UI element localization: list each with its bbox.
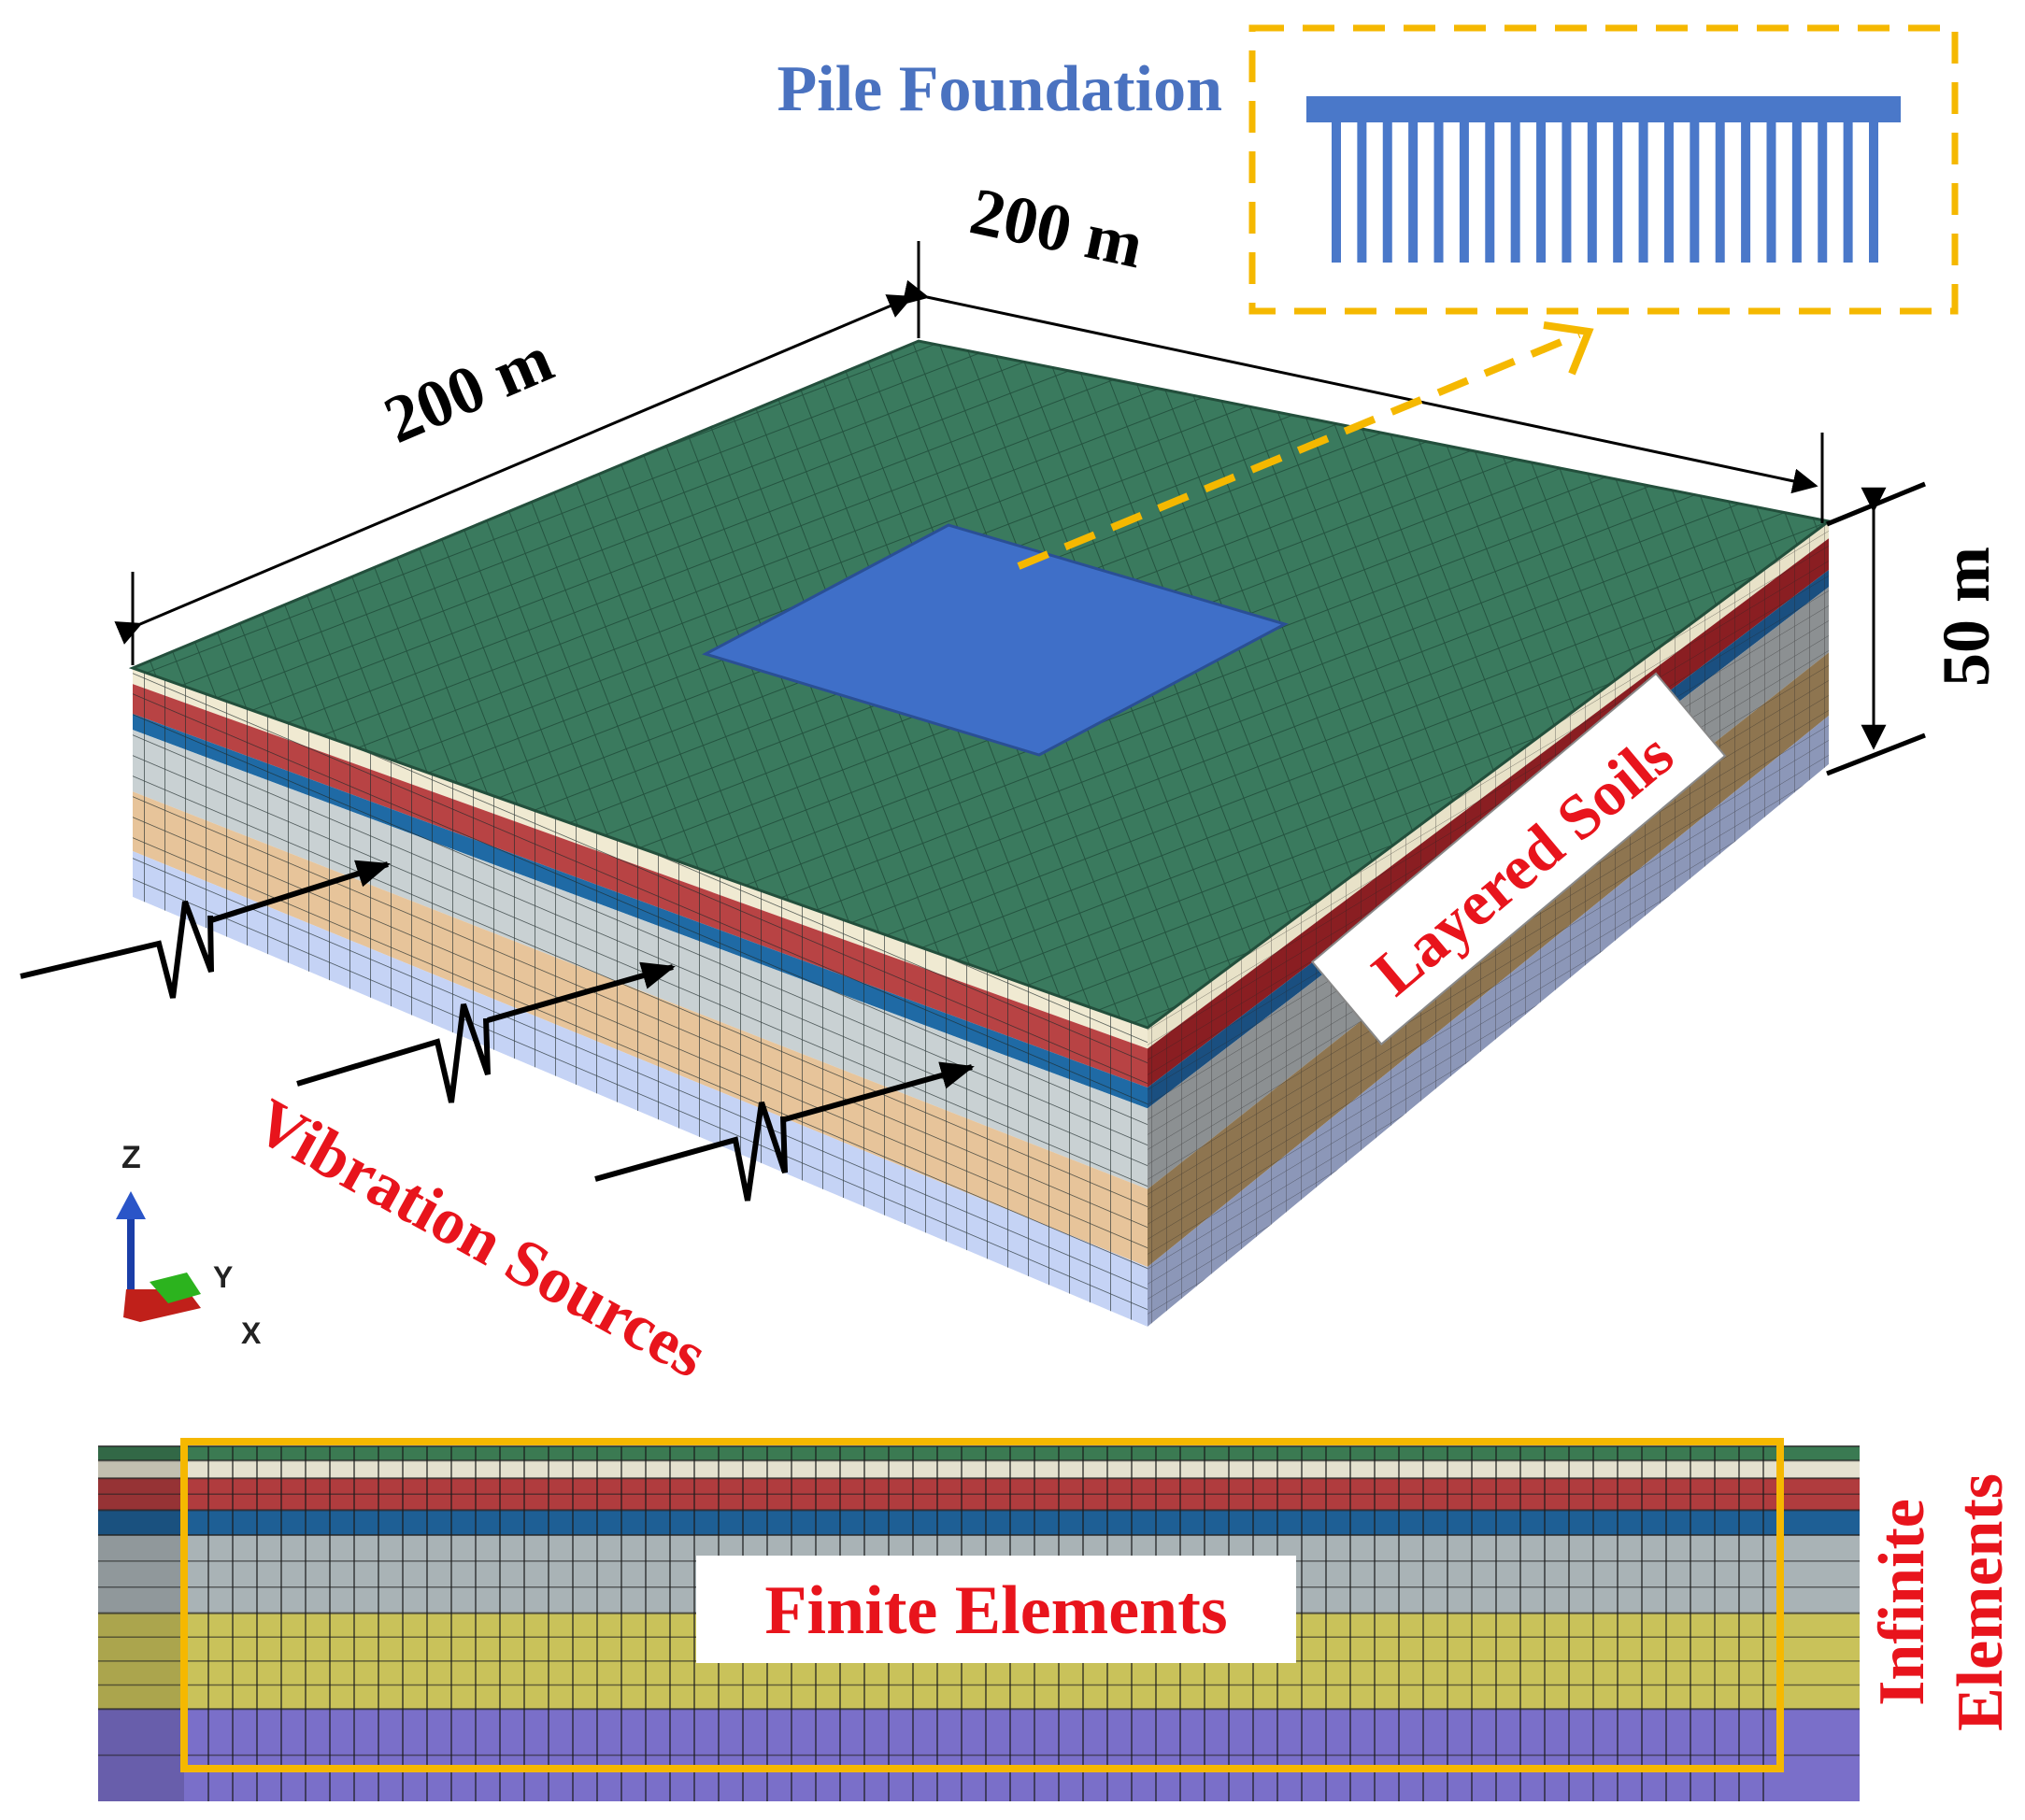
pile bbox=[1433, 122, 1444, 263]
pile bbox=[1459, 122, 1469, 263]
pile bbox=[1869, 122, 1878, 263]
pile bbox=[1357, 122, 1367, 263]
pile bbox=[1536, 122, 1547, 263]
infinite-elements-label-line1: Infinite bbox=[1866, 1499, 1938, 1706]
finite-elements-frame bbox=[180, 1438, 1784, 1772]
dimension-height-label: 50 m bbox=[1929, 547, 2004, 687]
infinite-zone-left bbox=[98, 1460, 184, 1479]
pile bbox=[1562, 122, 1572, 263]
infinite-zone-right bbox=[1774, 1460, 1860, 1479]
pile-cap bbox=[1306, 96, 1901, 122]
infinite-zone-left bbox=[98, 1510, 184, 1535]
left-face-grid bbox=[133, 668, 1148, 1327]
axis-triad: Z Y X bbox=[116, 1140, 262, 1350]
pile-foundation-diagram bbox=[1306, 96, 1901, 263]
infinite-elements-label-line2: Elements bbox=[1945, 1473, 2017, 1731]
axis-y-label: Y bbox=[213, 1260, 233, 1294]
pile bbox=[1766, 122, 1776, 263]
pile bbox=[1587, 122, 1597, 263]
pile bbox=[1791, 122, 1802, 263]
vibration-source-2 bbox=[296, 961, 676, 1103]
infinite-zone-right bbox=[1774, 1535, 1860, 1614]
infinite-zone-right bbox=[1774, 1446, 1860, 1461]
pile bbox=[1408, 122, 1419, 263]
pile bbox=[1638, 122, 1648, 263]
dimension-left-label: 200 m bbox=[374, 320, 563, 457]
pile bbox=[1843, 122, 1853, 263]
dimension-right-label: 200 m bbox=[964, 173, 1150, 282]
pile bbox=[1741, 122, 1751, 263]
axis-z-label: Z bbox=[121, 1140, 141, 1175]
axis-x-label: X bbox=[241, 1316, 262, 1350]
finite-elements-label-box bbox=[696, 1556, 1296, 1663]
pile bbox=[1818, 122, 1828, 263]
vibration-sources bbox=[20, 860, 975, 1201]
section-layer-cream bbox=[98, 1460, 1860, 1479]
vibration-source-3 bbox=[594, 1061, 975, 1201]
pile-foundation-label: Pile Foundation bbox=[777, 53, 1222, 125]
callout-arrow bbox=[1017, 321, 1594, 570]
pile bbox=[1613, 122, 1623, 263]
infinite-zone-right bbox=[1774, 1510, 1860, 1535]
dimension-lines bbox=[114, 241, 1926, 776]
pile bbox=[1510, 122, 1520, 263]
section-layer-green bbox=[98, 1446, 1860, 1461]
pile bbox=[1485, 122, 1495, 263]
finite-elements-label: Finite Elements bbox=[764, 1572, 1227, 1649]
pile-inset-frame bbox=[1248, 24, 1959, 315]
pile bbox=[1382, 122, 1392, 263]
vibration-source-1 bbox=[20, 860, 391, 999]
infinite-zone-left bbox=[98, 1446, 184, 1461]
pile bbox=[1715, 122, 1725, 263]
vibration-sources-label: Vibration Sources bbox=[243, 1086, 718, 1392]
pile bbox=[1663, 122, 1674, 263]
infinite-zone-left bbox=[98, 1535, 184, 1614]
pile bbox=[1690, 122, 1700, 263]
pile bbox=[1332, 122, 1341, 263]
section-layer-blue bbox=[98, 1510, 1860, 1535]
